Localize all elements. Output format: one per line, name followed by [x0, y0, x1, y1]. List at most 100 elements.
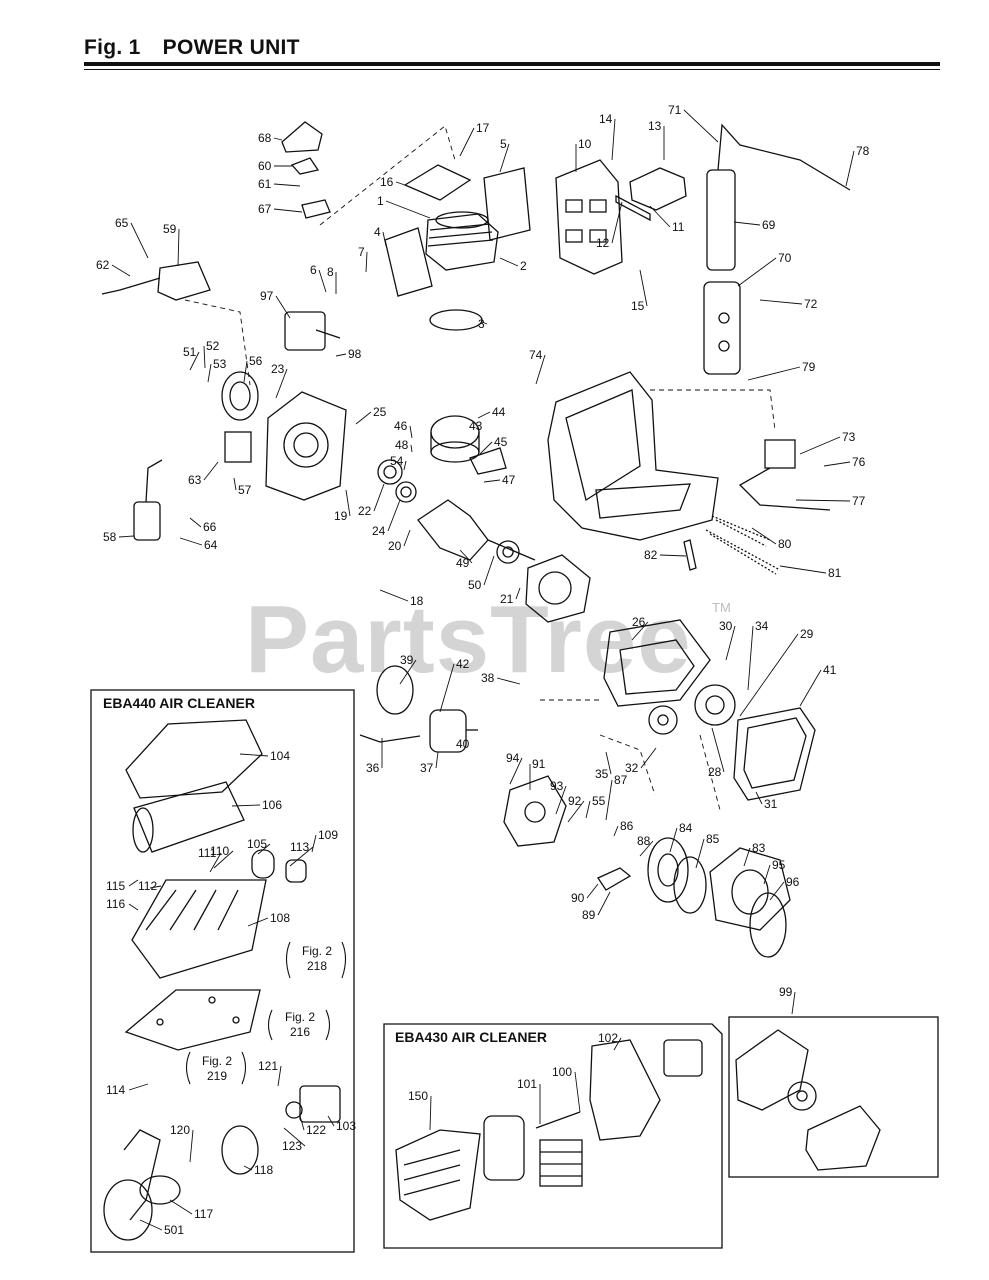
body-99 — [589, 1039, 661, 1141]
figure-heading: POWER UNIT — [162, 36, 300, 59]
leader-35 — [605, 751, 612, 775]
callout-112: 112 — [138, 879, 157, 893]
leader-2 — [499, 257, 519, 267]
leader-37 — [435, 751, 439, 769]
callout-70: 70 — [778, 251, 792, 265]
callout-53: 53 — [213, 357, 227, 371]
callout-98: 98 — [348, 347, 362, 361]
backpack-frame — [547, 371, 719, 541]
callout-45: 45 — [494, 435, 508, 449]
fig-ref-brackets — [185, 941, 347, 1085]
callout-93: 93 — [550, 779, 564, 793]
callout-12: 12 — [596, 236, 610, 250]
callout-71: 71 — [668, 103, 682, 117]
leader-6 — [318, 269, 327, 293]
leader-47 — [483, 479, 501, 483]
leader-89 — [597, 891, 611, 916]
title-rule-thin — [84, 69, 940, 70]
leader-72 — [759, 299, 803, 305]
callout-35: 35 — [595, 767, 609, 781]
leader-4 — [382, 231, 387, 247]
pulley — [647, 837, 689, 903]
callout-11: 11 — [672, 220, 685, 234]
leader-24 — [387, 499, 401, 532]
leader-23 — [275, 368, 288, 399]
leader-12 — [611, 201, 623, 244]
leader-58 — [118, 535, 135, 538]
callout-101: 101 — [517, 1077, 537, 1091]
callout-76: 76 — [852, 455, 866, 469]
muffler — [555, 159, 623, 275]
leader-44 — [477, 411, 491, 419]
callout-19: 19 — [334, 509, 348, 523]
callout-103: 103 — [336, 1119, 356, 1133]
carburetor — [284, 311, 326, 351]
leader-76 — [823, 461, 851, 467]
callout-102: 102 — [598, 1031, 618, 1045]
callout-54: 54 — [390, 454, 404, 468]
leader-87 — [605, 779, 613, 821]
callout-18: 18 — [410, 594, 424, 608]
callout-17: 17 — [476, 121, 490, 135]
cylinder-part — [425, 211, 499, 271]
callout-25: 25 — [373, 405, 387, 419]
leader-69 — [733, 221, 761, 226]
fig-ref-219: Fig. 2 219 — [201, 1054, 232, 1083]
clutch-drum — [694, 684, 736, 726]
leader-55 — [585, 800, 591, 819]
callout-30: 30 — [719, 619, 733, 633]
callout-37: 37 — [420, 761, 434, 775]
crankcase-right — [525, 554, 591, 623]
callout-44: 44 — [492, 405, 506, 419]
leader-41 — [799, 669, 822, 707]
leader-95 — [763, 864, 771, 885]
callout-83: 83 — [752, 841, 766, 855]
leader-501 — [139, 1219, 163, 1231]
callout-68: 68 — [258, 131, 272, 145]
leader-57 — [233, 477, 237, 491]
leader-84 — [669, 827, 678, 853]
callout-105: 105 — [247, 837, 267, 851]
leader-64 — [179, 537, 203, 546]
callout-2: 2 — [520, 259, 527, 273]
fan-housing — [603, 619, 711, 707]
leader-121 — [277, 1065, 282, 1087]
leader-117 — [169, 1199, 193, 1215]
callout-24: 24 — [372, 524, 386, 538]
eba440-title: EBA440 AIR CLEANER — [103, 695, 255, 711]
leader-14 — [611, 118, 616, 161]
handle-holder — [703, 281, 741, 375]
flywheel — [221, 371, 259, 421]
callout-31: 31 — [764, 797, 778, 811]
callout-118: 118 — [254, 1163, 273, 1177]
leader-18 — [379, 589, 409, 602]
screen-150 — [539, 1139, 583, 1187]
leader-31 — [755, 791, 763, 805]
element-106 — [133, 781, 245, 853]
leader-109 — [311, 834, 317, 853]
leader-7 — [365, 251, 368, 273]
callout-60: 60 — [258, 159, 272, 173]
callout-106: 106 — [262, 798, 282, 812]
leader-112 — [149, 885, 162, 889]
leader-65 — [130, 222, 149, 259]
leader-26 — [631, 621, 649, 641]
igniter — [133, 501, 161, 541]
callout-120: 120 — [170, 1123, 190, 1137]
callout-5: 5 — [500, 137, 507, 151]
watermark-trademark: TM — [712, 600, 731, 615]
callout-32: 32 — [625, 761, 639, 775]
callout-36: 36 — [366, 761, 380, 775]
leader-46 — [409, 425, 413, 439]
callout-108: 108 — [270, 911, 290, 925]
leader-111 — [209, 852, 222, 873]
callout-50: 50 — [468, 578, 482, 592]
callout-86: 86 — [620, 819, 634, 833]
leader-118 — [243, 1165, 253, 1171]
callout-87: 87 — [614, 773, 628, 787]
callout-1: 1 — [377, 194, 384, 208]
leader-86 — [613, 825, 619, 837]
leader-48 — [410, 444, 413, 453]
leader-56 — [243, 360, 248, 383]
